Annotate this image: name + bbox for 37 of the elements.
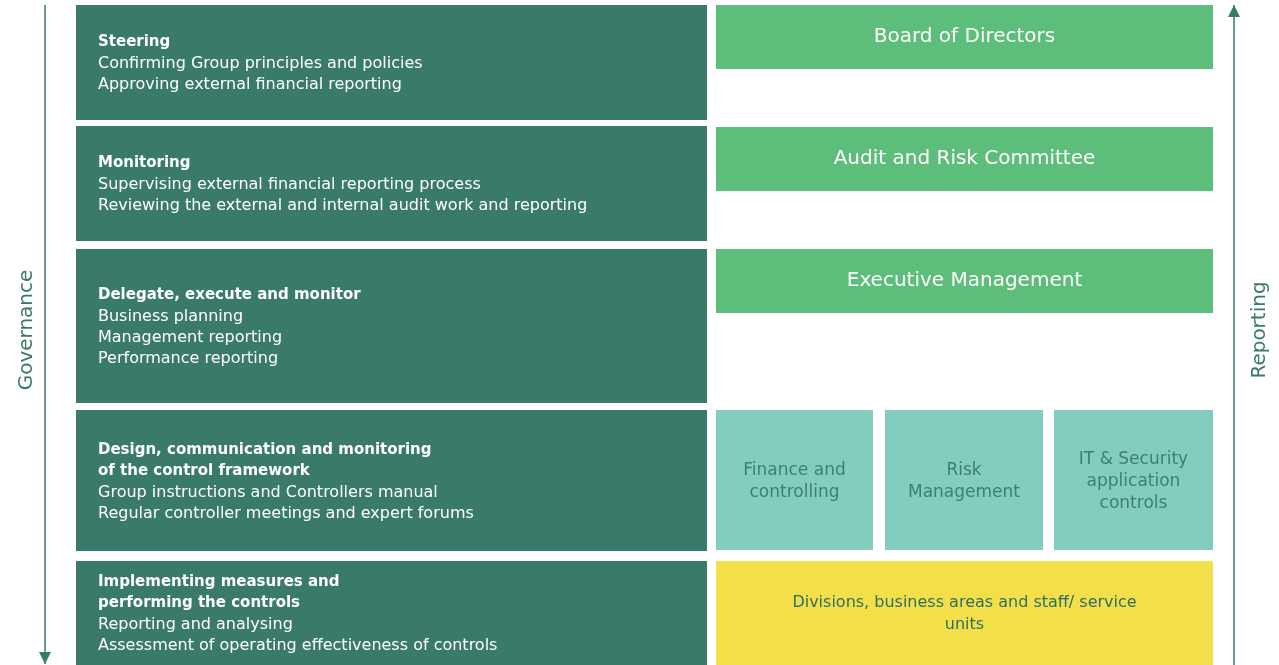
role-box	[716, 5, 1213, 69]
panel-item: Assessment of operating effectiveness of controls	[98, 634, 499, 655]
axis-label: Reporting	[1245, 281, 1270, 379]
governance-panel	[76, 561, 707, 665]
panel-heading: Steering	[98, 31, 172, 52]
panel-item: Regular controller meetings and expert forums	[98, 501, 475, 523]
panel-item: Group instructions and Controllers manual	[98, 480, 439, 502]
governance-panel	[76, 410, 707, 551]
panel-heading: Implementing measures and performing the controls	[98, 571, 341, 613]
role-label: Audit and Risk Committee	[832, 145, 1097, 169]
panel-item: Reporting and analysing	[98, 613, 294, 634]
panel-item: Performance reporting	[98, 347, 280, 368]
panel-item: Reviewing the external and internal audit work and reporting	[98, 194, 589, 215]
role-box	[716, 127, 1213, 191]
role-box	[716, 561, 1213, 665]
governance-panel	[76, 126, 707, 241]
panel-item: Approving external financial reporting	[98, 73, 403, 94]
role-box	[716, 410, 873, 550]
role-label: Executive Management	[845, 267, 1084, 291]
panel-item: Confirming Group principles and policies	[98, 52, 424, 73]
governance-panel	[76, 5, 707, 120]
role-label: Divisions, business areas and staff/ service units	[791, 591, 1138, 635]
role-label: Finance and controlling	[742, 458, 847, 502]
panel-heading: Delegate, execute and monitor	[98, 284, 362, 305]
role-label: Board of Directors	[872, 23, 1057, 47]
governance-panel	[76, 249, 707, 403]
panel-item: Supervising external financial reporting process	[98, 173, 482, 194]
role-box	[885, 410, 1043, 550]
panel-item: Management reporting	[98, 326, 284, 347]
role-label: IT & Security application controls	[1077, 447, 1190, 513]
panel-heading: Design, communication and monitoring of the control framework	[98, 438, 433, 481]
axis-label: Governance	[12, 269, 37, 391]
role-label: Risk Management	[907, 458, 1021, 502]
panel-heading: Monitoring	[98, 152, 192, 173]
panel-item: Business planning	[98, 305, 245, 326]
role-box	[1054, 410, 1213, 550]
role-box	[716, 249, 1213, 313]
